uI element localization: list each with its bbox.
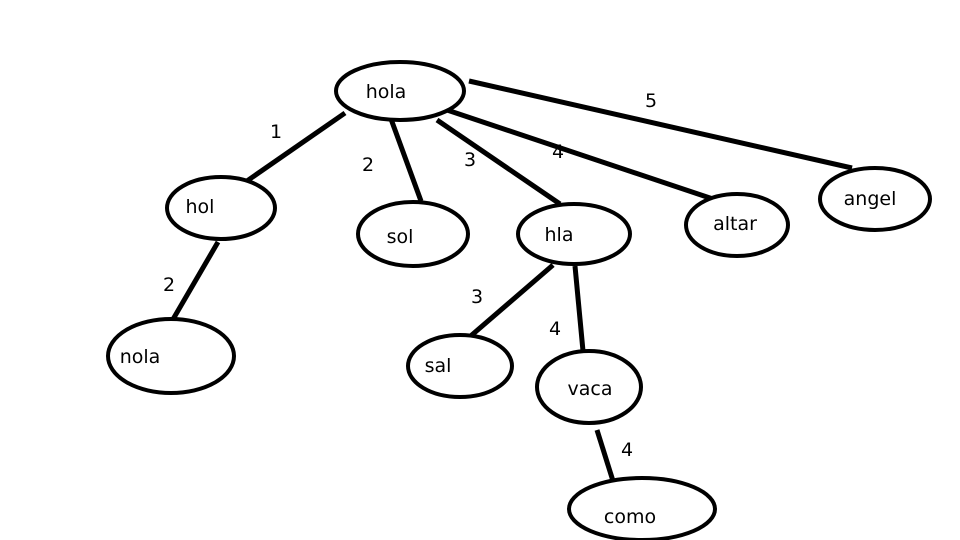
- edge-vaca-como: [594, 429, 616, 482]
- edge-label-hola-hol: 1: [270, 121, 282, 143]
- edge-label-hla-sal: 3: [471, 286, 483, 308]
- node-hol: hol: [165, 175, 277, 241]
- node-altar: altar: [684, 192, 790, 258]
- node-hola: hola: [334, 60, 466, 122]
- node-label-vaca: vaca: [568, 378, 613, 400]
- node-label-hol: hol: [186, 196, 215, 218]
- edges-layer: [169, 78, 853, 482]
- node-hla: hla: [516, 202, 632, 266]
- node-como: como: [567, 476, 717, 540]
- node-ellipse-angel: [818, 166, 932, 232]
- edge-label-vaca-como: 4: [621, 439, 633, 461]
- node-label-sal: sal: [425, 355, 452, 377]
- node-label-como: como: [604, 506, 656, 528]
- edge-label-hola-altar: 4: [552, 141, 564, 163]
- nodes-layer: hola hol sol hla altar angel nola sal vaca como: [106, 60, 932, 540]
- node-vaca: vaca: [535, 349, 643, 425]
- edge-hol-nola: [169, 240, 221, 323]
- node-sal: sal: [406, 333, 514, 399]
- edge-hla-sal: [464, 263, 555, 342]
- node-label-angel: angel: [844, 188, 897, 210]
- edge-hla-vaca: [572, 265, 586, 352]
- node-ellipse-vaca: [535, 349, 643, 425]
- node-nola: nola: [106, 317, 236, 395]
- node-ellipse-nola: [106, 317, 236, 395]
- node-angel: angel: [818, 166, 932, 232]
- node-ellipse-hola: [334, 60, 466, 122]
- node-label-altar: altar: [713, 213, 757, 235]
- edge-hola-sol: [388, 118, 424, 202]
- node-label-hola: hola: [366, 81, 407, 103]
- node-label-sol: sol: [387, 226, 414, 248]
- node-ellipse-como: [567, 476, 717, 540]
- node-ellipse-hla: [516, 202, 632, 266]
- edge-labels-layer: 1 2 3 4 5 2 3 4 4: [163, 90, 657, 461]
- edge-hola-angel: [468, 78, 853, 171]
- node-ellipse-sal: [406, 333, 514, 399]
- edge-label-hola-sol: 2: [362, 154, 374, 176]
- edge-hola-hol: [242, 110, 347, 186]
- edge-label-hola-hla: 3: [464, 149, 476, 171]
- node-label-nola: nola: [120, 346, 161, 368]
- node-ellipse-altar: [684, 192, 790, 258]
- edge-hola-hla: [435, 117, 562, 207]
- edge-label-hol-nola: 2: [163, 274, 175, 296]
- node-ellipse-hol: [165, 175, 277, 241]
- node-sol: sol: [356, 200, 470, 268]
- edge-label-hla-vaca: 4: [549, 318, 561, 340]
- edge-label-hola-angel: 5: [645, 90, 657, 112]
- node-ellipse-sol: [356, 200, 470, 268]
- edge-hola-altar: [446, 107, 714, 202]
- node-label-hla: hla: [545, 224, 574, 246]
